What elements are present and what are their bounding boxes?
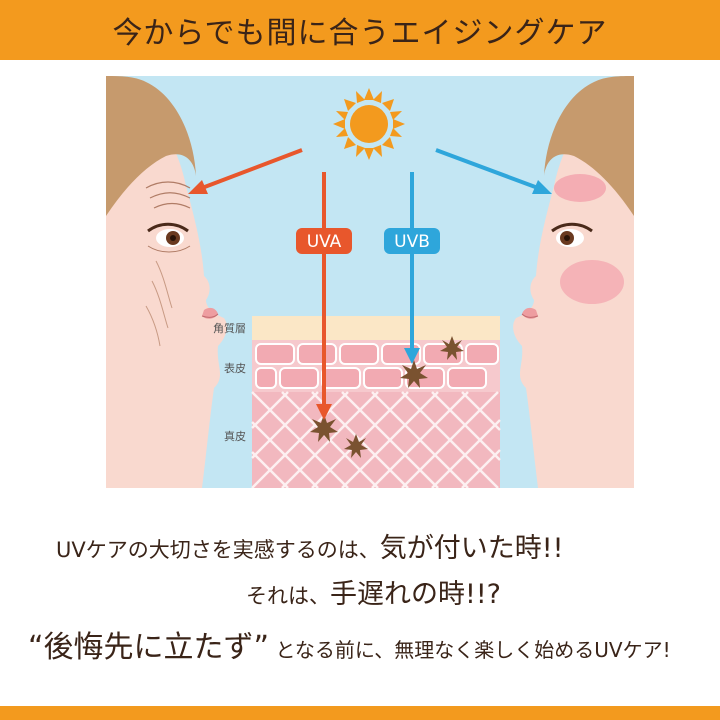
uva-label: UVA bbox=[307, 232, 342, 252]
caption-line-3-tail: となる前に、無理なく楽しく始めるUVケア! bbox=[275, 638, 671, 662]
caption-line-2-emphasis: 手遅れの時!!? bbox=[330, 579, 501, 610]
stratum-corneum-layer bbox=[252, 316, 500, 340]
caption-line-1: UVケアの大切さを実感するのは、気が付いた時!! bbox=[56, 526, 563, 565]
dermis-layer bbox=[252, 392, 500, 488]
caption-line-3: “後悔先に立たず” となる前に、無理なく楽しく始めるUVケア! bbox=[28, 622, 671, 666]
epidermis-label: 表皮 bbox=[224, 361, 246, 375]
aged-face bbox=[106, 76, 227, 488]
caption-line-1-lead: UVケアの大切さを実感するのは、 bbox=[56, 538, 380, 562]
uva-arrow-to-face bbox=[188, 148, 303, 194]
caption-line-2-lead: それは、 bbox=[246, 584, 330, 608]
uvb-arrow-to-epidermis bbox=[404, 172, 420, 364]
page-title: 今からでも間に合うエイジングケア bbox=[112, 16, 608, 51]
sun-icon bbox=[333, 88, 405, 160]
damage-spots bbox=[310, 336, 464, 458]
dermis-label: 真皮 bbox=[224, 429, 246, 443]
uv-skin-illustration: 角質層 表皮 真皮 UVA UVB bbox=[106, 76, 634, 488]
caption-line-3-proverb: “後悔先に立たず” bbox=[28, 630, 270, 665]
bottom-bar bbox=[0, 706, 720, 720]
uva-arrow-to-dermis bbox=[316, 172, 332, 420]
caption-line-1-emphasis: 気が付いた時!! bbox=[379, 533, 564, 564]
stratum-corneum-label: 角質層 bbox=[213, 321, 246, 335]
uvb-label: UVB bbox=[394, 232, 430, 252]
uvb-badge: UVB bbox=[384, 228, 440, 254]
title-banner: 今からでも間に合うエイジングケア bbox=[0, 0, 720, 60]
uva-badge: UVA bbox=[296, 228, 352, 254]
caption-line-2: それは、手遅れの時!!? bbox=[246, 572, 501, 611]
young-face bbox=[513, 76, 634, 488]
uvb-arrow-to-face bbox=[435, 148, 552, 194]
skin-cross-section: 角質層 表皮 真皮 bbox=[213, 316, 501, 488]
